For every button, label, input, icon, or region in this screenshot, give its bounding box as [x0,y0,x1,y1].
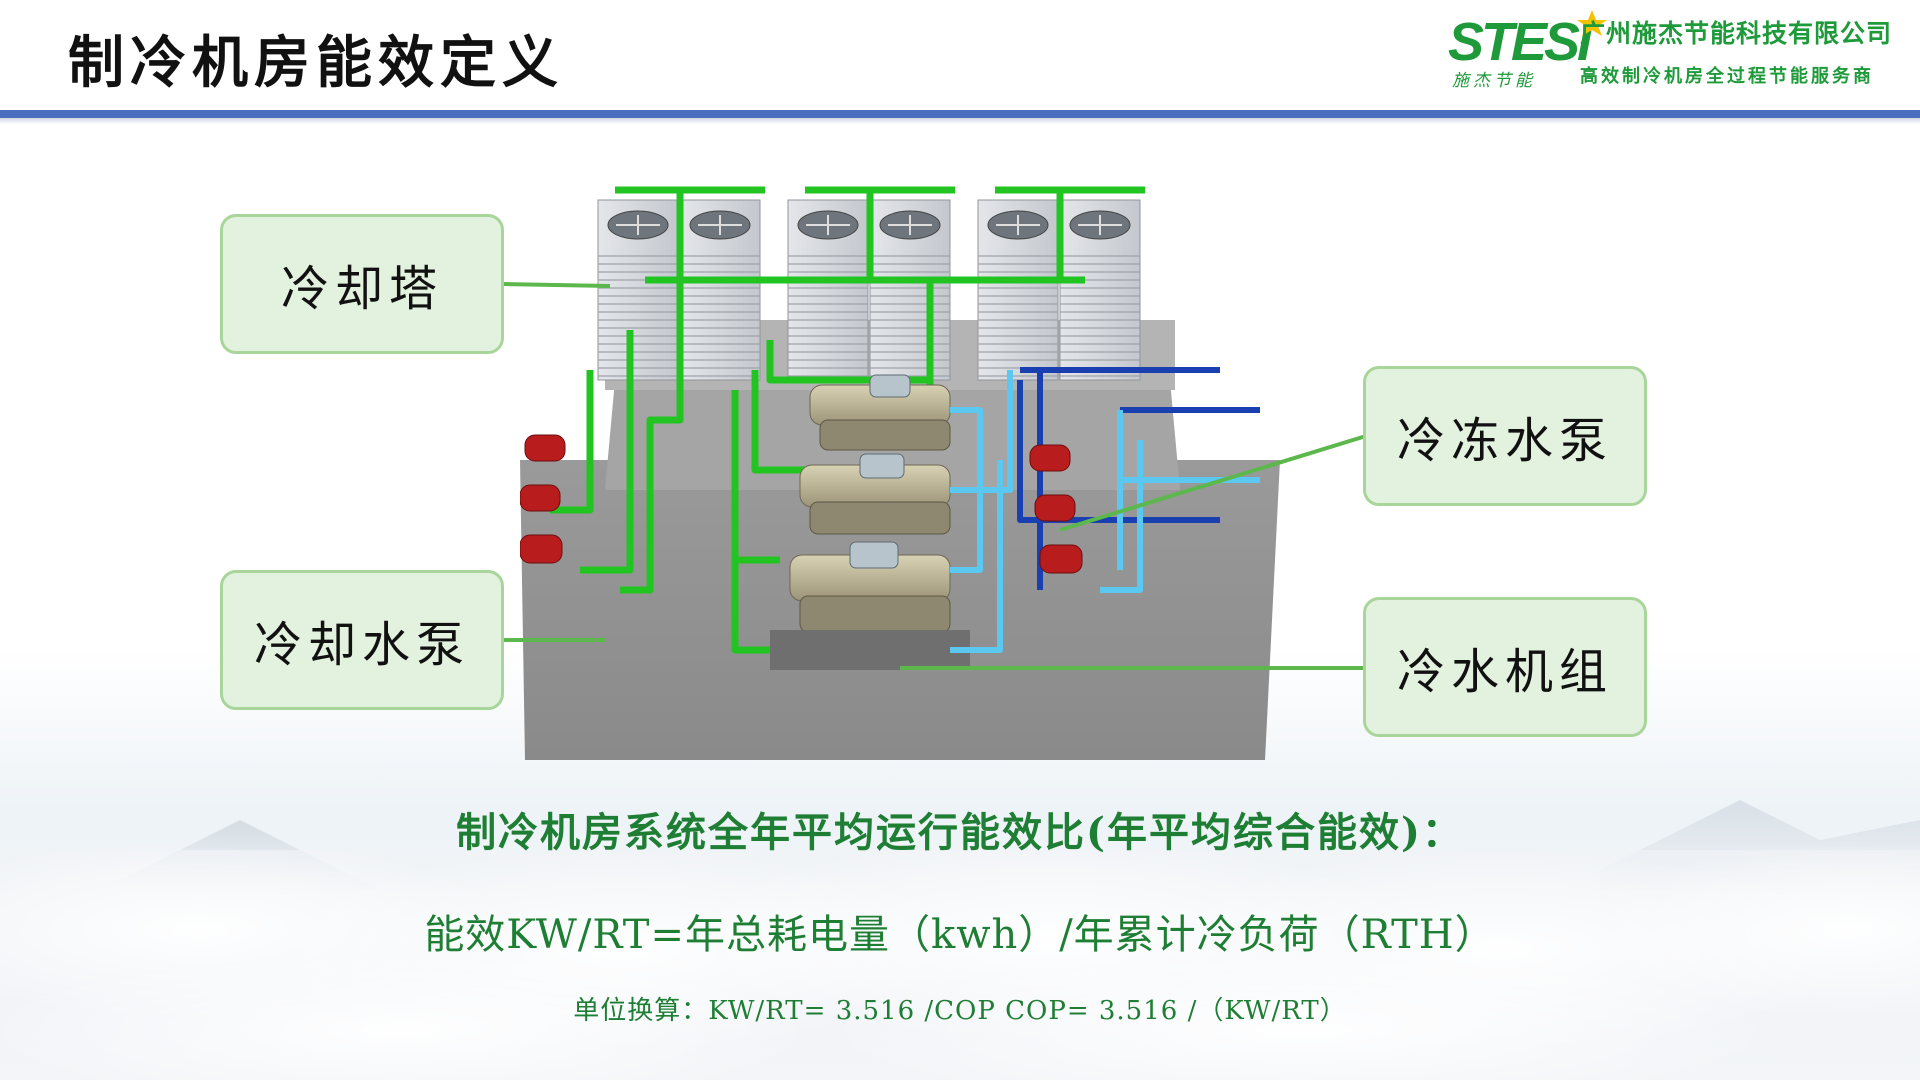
chilled-pump-2 [1034,494,1076,522]
callout-cooling-tower-label: 冷却塔 [280,261,443,317]
cloud-background [0,800,1920,1080]
callout-cooling-tower: 冷却塔 [220,214,504,354]
cooling-pump-1 [524,434,566,462]
callout-chiller-unit-label: 冷水机组 [1396,644,1613,700]
chiller-unit-2 [799,453,951,535]
chiller-unit-1 [809,374,951,451]
header-divider [0,110,1920,118]
chilled-pump-3 [1039,544,1083,574]
callout-chilled-pump: 冷冻水泵 [1363,366,1647,506]
chiller-unit-3 [770,541,970,670]
logo-mark-group: STESI [1448,10,1607,72]
callout-cooling-pump: 冷却水泵 [220,570,504,710]
tower-fan-icons [607,210,1131,240]
formula-efficiency: 能效KW/RT=年总耗电量（kwh）/年累计冷负荷（RTH） [424,912,1496,958]
formula-heading: 制冷机房系统全年平均运行能效比(年平均综合能效)： [456,809,1464,856]
formula-unit-conversion: 单位换算：KW/RT= 3.516 /COP COP= 3.516 /（KW/R… [573,996,1347,1026]
cooling-pump-3 [520,534,563,564]
callout-cooling-pump-label: 冷却水泵 [253,617,470,673]
page-title: 制冷机房能效定义 [68,30,564,96]
logo-lettering: STESI [1448,12,1593,72]
cooling-water-pipes [550,186,1145,654]
callout-chilled-pump-label: 冷冻水泵 [1396,413,1613,469]
header-divider-shadow [0,118,1920,124]
logo-star-icon [1577,10,1607,36]
chiller-plant-illustration [520,186,1280,760]
company-name: 广州施杰节能科技有限公司 [1580,19,1893,48]
cooling-pump-group [520,434,566,564]
callout-chiller-unit: 冷水机组 [1363,597,1647,737]
cooling-tower-group [597,199,1141,381]
company-slogan: 高效制冷机房全过程节能服务商 [1580,66,1874,87]
chiller-units [770,374,970,670]
logo-tagline: 施杰节能 [1452,71,1536,91]
chilled-pump-1 [1029,444,1071,472]
cooling-pump-2 [520,484,561,512]
company-logo: STESI [1448,10,1607,72]
